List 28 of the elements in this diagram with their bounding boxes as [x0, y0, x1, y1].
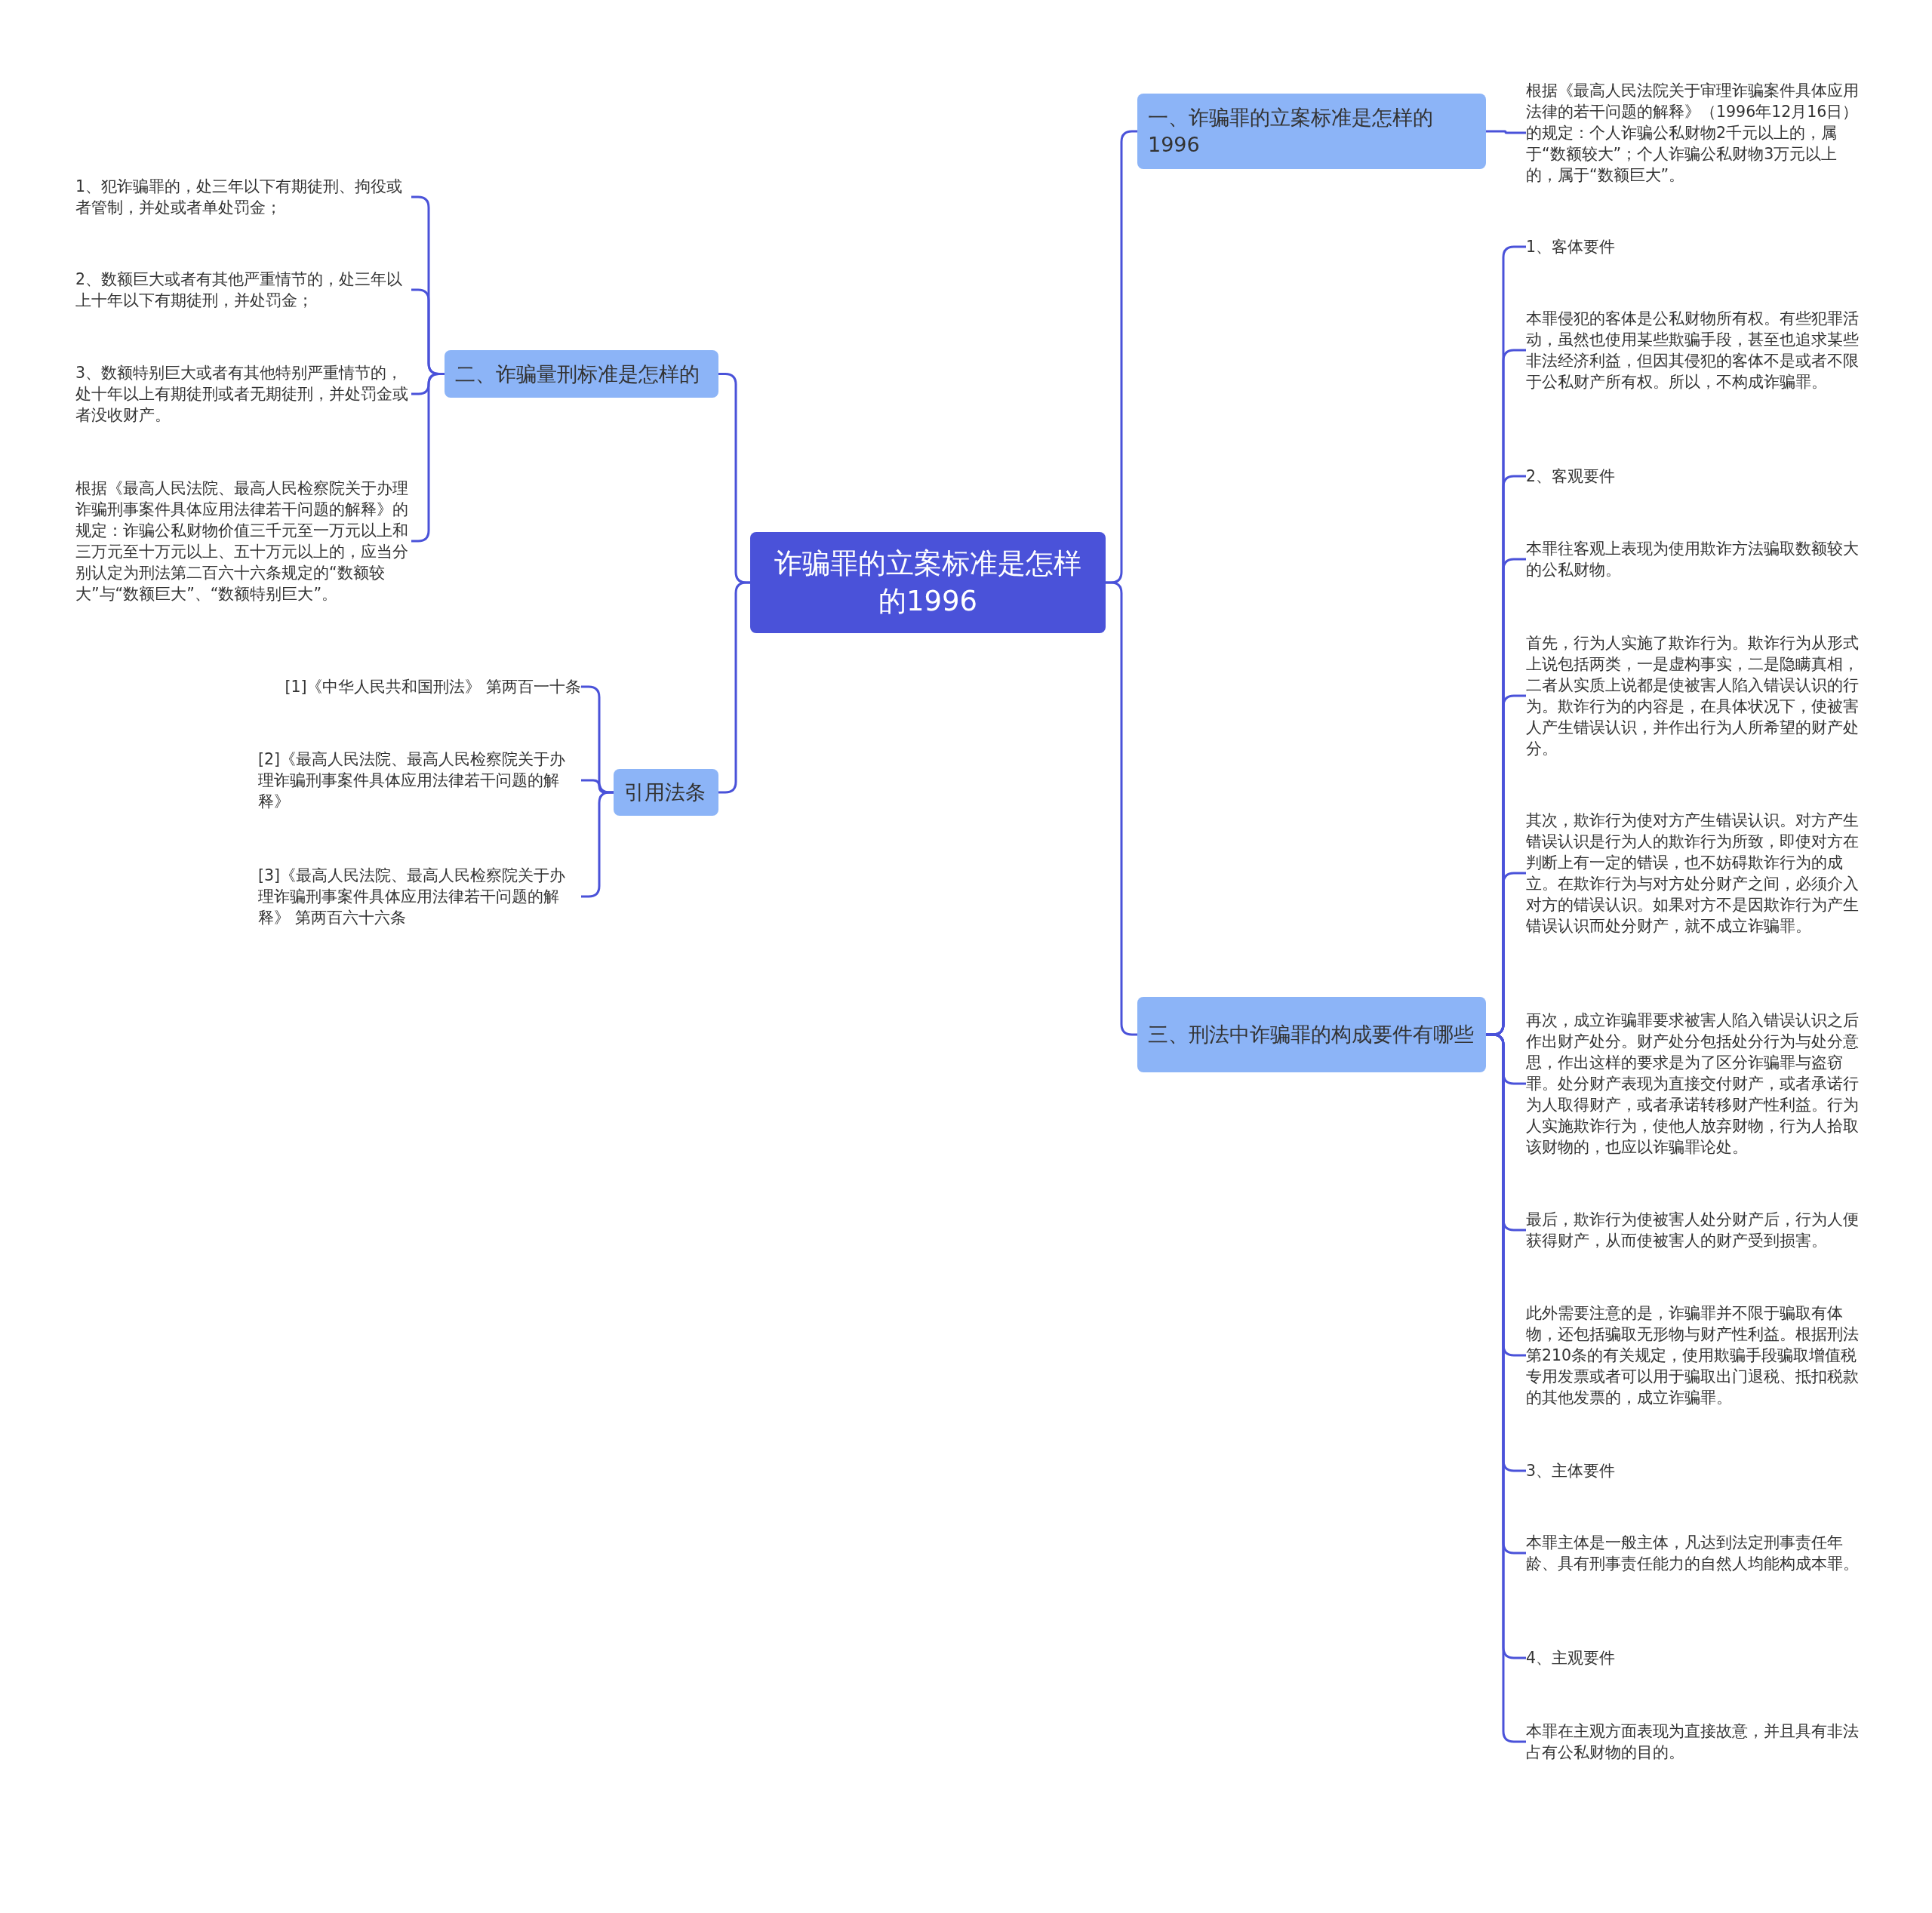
topic-text: 最后，欺诈行为使被害人处分财产后，行为人便获得财产，从而使被害人的财产受到损害。 [1526, 1209, 1862, 1251]
topic-text: 3、数额特别巨大或者有其他特别严重情节的，处十年以上有期徒刑或者无期徒刑，并处罚金或者没收财产。 [75, 362, 411, 426]
topic-text: 本罪在主观方面表现为直接故意，并且具有非法占有公私财物的目的。 [1526, 1721, 1862, 1763]
topic-text: 本罪侵犯的客体是公私财物所有权。有些犯罪活动，虽然也使用某些欺骗手段，甚至也追求某些非法经济利益，但因其侵犯的客体不是或者不限于公私财产所有权。所以，不构成诈骗罪。 [1526, 308, 1862, 392]
topic-text: 本罪往客观上表现为使用欺诈方法骗取数额较大的公私财物。 [1526, 538, 1862, 580]
topic-text: 再次，成立诈骗罪要求被害人陷入错误认识之后作出财产处分。财产处分包括处分行为与处分意思，作出这样的要求是为了区分诈骗罪与盗窃罪。处分财产表现为直接交付财产，或者承诺行为人取得财产，或者承诺转移财产性利益。行为人实施欺诈行为，使他人放弃财物，行为人拾取该财物的，也应以诈骗罪论处。 [1526, 1010, 1862, 1158]
topic-box: 引用法条 [614, 769, 718, 816]
topic-text: [3]《最高人民法院、最高人民检察院关于办理诈骗刑事案件具体应用法律若干问题的解释》 第两百六十六条 [258, 865, 581, 928]
topic-box: 一、诈骗罪的立案标准是怎样的1996 [1137, 94, 1486, 169]
connector [1486, 130, 1526, 134]
topic-text: 3、主体要件 [1526, 1460, 1616, 1481]
central-topic-box: 诈骗罪的立案标准是怎样的1996 [750, 532, 1106, 633]
connector [718, 581, 750, 794]
topic-box: 二、诈骗量刑标准是怎样的 [445, 350, 718, 398]
topic-text: 1、犯诈骗罪的，处三年以下有期徒刑、拘役或者管制，并处或者单处罚金； [75, 176, 411, 218]
topic-text: 此外需要注意的是，诈骗罪并不限于骗取有体物，还包括骗取无形物与财产性利益。根据刑法第210条的有关规定，使用欺骗手段骗取增值税专用发票或者可以用于骗取出门退税、抵扣税款的其他发票的，成立诈骗罪。 [1526, 1303, 1862, 1408]
topic-text: [1]《中华人民共和国刑法》 第两百一十条 [285, 676, 581, 697]
topic-text: 根据《最高人民法院关于审理诈骗案件具体应用法律的若干问题的解释》（1996年12月16日）的规定：个人诈骗公私财物2千元以上的，属于“数额较大”；个人诈骗公私财物3万元以上的，属于“数额巨大”。 [1526, 80, 1862, 186]
topic-box: 三、刑法中诈骗罪的构成要件有哪些 [1137, 997, 1486, 1072]
topic-text: 根据《最高人民法院、最高人民检察院关于办理诈骗刑事案件具体应用法律若干问题的解释》的规定：诈骗公私财物价值三千元至一万元以上和三万元至十万元以上、五十万元以上的，应当分别认定为刑法第二百六十六条规定的“数额较大”与“数额巨大”、“数额特别巨大”。 [75, 478, 411, 604]
topic-text: 本罪主体是一般主体，凡达到法定刑事责任年龄、具有刑事责任能力的自然人均能构成本罪。 [1526, 1532, 1862, 1574]
topic-text: 4、主观要件 [1526, 1647, 1616, 1668]
topic-text: 1、客体要件 [1526, 236, 1616, 257]
topic-text: 2、客观要件 [1526, 466, 1616, 487]
topic-text: [2]《最高人民法院、最高人民检察院关于办理诈骗刑事案件具体应用法律若干问题的解释》 [258, 749, 581, 812]
topic-text: 2、数额巨大或者有其他严重情节的，处三年以上十年以下有期徒刑，并处罚金； [75, 269, 411, 311]
topic-text: 其次，欺诈行为使对方产生错误认识。对方产生错误认识是行为人的欺诈行为所致，即使对方在判断上有一定的错误，也不妨碍欺诈行为的成立。在欺诈行为与对方处分财产之间，必须介入对方的错误认识。如果对方不是因欺诈行为产生错误认识而处分财产，就不成立诈骗罪。 [1526, 810, 1862, 937]
topic-text: 首先，行为人实施了欺诈行为。欺诈行为从形式上说包括两类，一是虚构事实，二是隐瞒真相，二者从实质上说都是使被害人陷入错误认识的行为。欺诈行为的内容是，在具体状况下，使被害人产生错误认识，并作出行为人所希望的财产处分。 [1526, 632, 1862, 759]
